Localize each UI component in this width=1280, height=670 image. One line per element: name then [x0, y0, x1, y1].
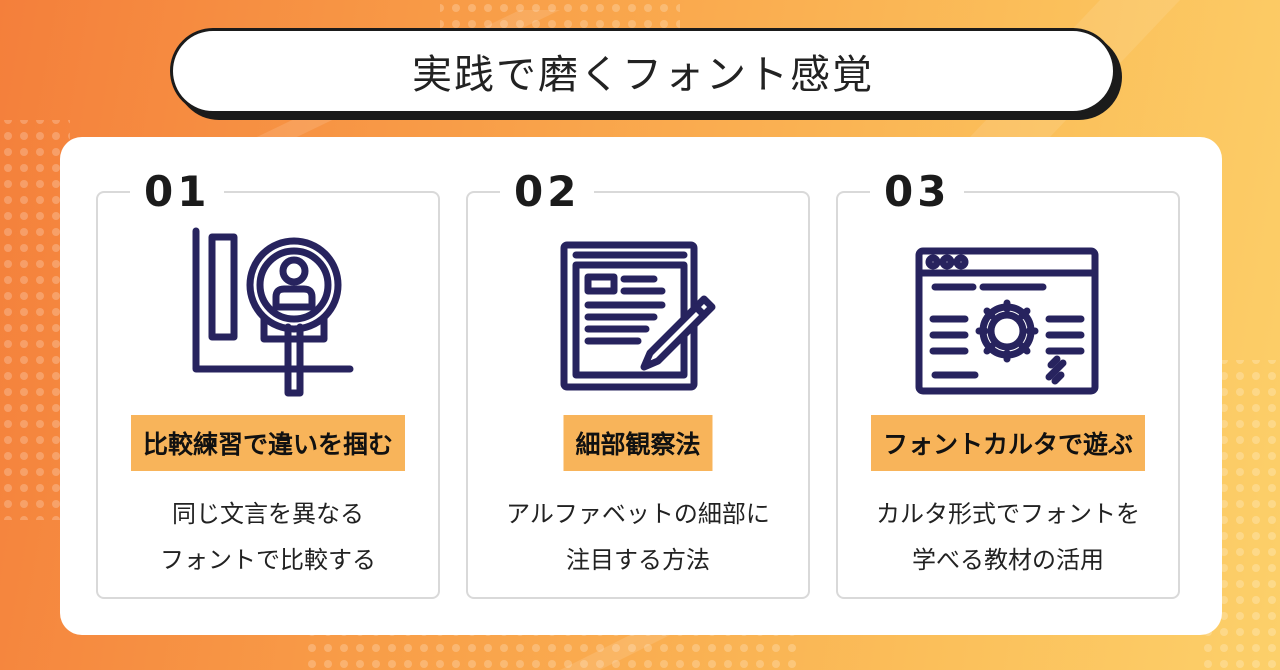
card-label: 比較練習で違いを掴む	[130, 415, 406, 471]
description-line: 注目する方法	[566, 546, 710, 574]
card-description: アルファベットの細部に 注目する方法	[468, 491, 808, 583]
description-line: カルタ形式でフォントを	[876, 500, 1140, 528]
card-number: 01	[130, 167, 225, 216]
document-pencil-icon	[558, 239, 718, 403]
card-number: 02	[500, 167, 595, 216]
magnifier-person-chart-icon	[178, 227, 358, 411]
card-1: 01 比較練習で違いを掴む 同じ文言を異なる フォントで比較する	[96, 167, 440, 599]
card-label: フォントカルタで遊ぶ	[870, 415, 1146, 471]
card-description: 同じ文言を異なる フォントで比較する	[98, 491, 438, 583]
card-number: 03	[870, 167, 965, 216]
browser-gear-settings-icon	[913, 245, 1103, 399]
card-2: 02 細部観察法 アルファベットの細部に 注目する方法	[466, 167, 810, 599]
title-banner: 実践で磨くフォント感覚	[170, 28, 1116, 114]
card-3: 03 フォントカルタ	[836, 167, 1180, 599]
card-description: カルタ形式でフォントを 学べる教材の活用	[838, 491, 1178, 583]
content-panel: 01 比較練習で違いを掴む 同じ文言を異なる フォントで比較する 02	[60, 137, 1222, 635]
description-line: フォントで比較する	[160, 546, 376, 574]
description-line: 学べる教材の活用	[912, 546, 1104, 574]
card-label: 細部観察法	[563, 415, 713, 471]
description-line: アルファベットの細部に	[506, 500, 770, 528]
description-line: 同じ文言を異なる	[172, 500, 364, 528]
page-title: 実践で磨くフォント感覚	[412, 52, 874, 98]
